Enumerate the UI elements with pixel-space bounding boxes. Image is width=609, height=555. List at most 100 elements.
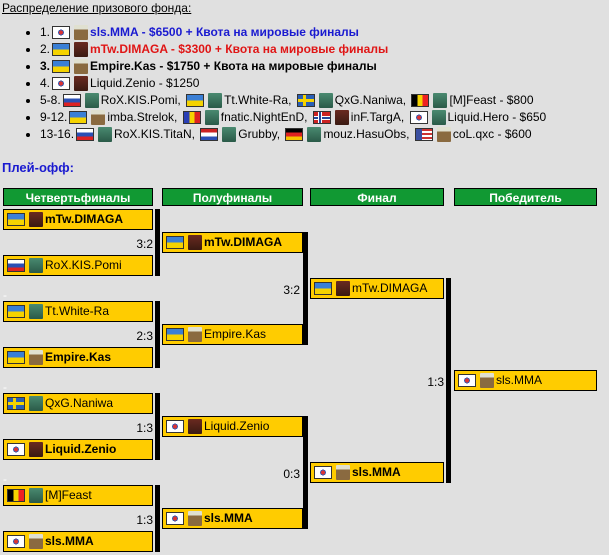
flag-kr-icon xyxy=(166,512,184,526)
flag-se-icon xyxy=(7,397,25,411)
player-link[interactable]: imba.Strelok, xyxy=(107,110,178,124)
race-orc-icon xyxy=(29,396,43,412)
player-box[interactable]: Empire.Kas xyxy=(162,324,303,345)
race-undead-icon xyxy=(336,281,350,297)
player-link[interactable]: RoX.KIS.Pomi, xyxy=(100,93,181,107)
flag-kr-icon xyxy=(458,374,476,388)
player-name[interactable]: [M]Feast xyxy=(45,488,92,502)
prize-place: 5-8. xyxy=(40,93,61,107)
player-link[interactable]: sls.MMA - $6500 + Квота на мировые финал… xyxy=(90,25,359,39)
player-box[interactable]: QxG.Naniwa xyxy=(3,393,153,414)
player-name[interactable]: sls.MMA xyxy=(352,465,401,479)
flag-be-icon xyxy=(411,94,430,108)
race-human-icon xyxy=(188,327,202,343)
player-link[interactable]: Tt.White-Ra, xyxy=(224,93,292,107)
race-undead-icon xyxy=(188,235,202,251)
match-score: 0:3 xyxy=(283,467,300,481)
player-link[interactable]: RoX.KIS.TitaN, xyxy=(114,127,195,141)
player-name[interactable]: sls.MMA xyxy=(45,534,94,548)
player-box[interactable]: Liquid.Zenio xyxy=(3,439,153,460)
bracket-connector xyxy=(155,485,160,552)
player-link[interactable]: fnatic.NightEnD, xyxy=(220,110,308,124)
bracket-connector xyxy=(303,232,308,345)
flag-ua-icon xyxy=(52,60,71,74)
prize-place: 4. xyxy=(40,76,51,90)
player-link[interactable]: coL.qxc - $600 xyxy=(452,127,532,141)
match-score: 1:3 xyxy=(136,513,153,527)
race-orc-icon xyxy=(204,110,219,126)
player-link[interactable]: Empire.Kas - $1750 + Квота на мировые фи… xyxy=(90,59,377,73)
player-name[interactable]: Liquid.Zenio xyxy=(204,419,270,433)
race-orc-icon xyxy=(433,93,448,109)
player-box[interactable]: mTw.DIMAGA xyxy=(162,232,303,253)
player-name[interactable]: QxG.Naniwa xyxy=(45,396,114,410)
player-link[interactable]: QxG.Naniwa, xyxy=(334,93,407,107)
match-score: 2:3 xyxy=(136,329,153,343)
player-name[interactable]: sls.MMA xyxy=(496,373,542,387)
player-box[interactable]: Empire.Kas xyxy=(3,347,153,368)
player-name[interactable]: Empire.Kas xyxy=(204,327,267,341)
prize-item: 3. Empire.Kas - $1750 + Квота на мировые … xyxy=(40,58,546,75)
player-box[interactable]: [M]Feast xyxy=(3,485,153,506)
flag-kr-icon xyxy=(52,77,71,91)
player-box[interactable]: sls.MMA xyxy=(310,462,444,483)
player-name[interactable]: RoX.KIS.Pomi xyxy=(45,258,122,272)
race-orc-icon xyxy=(318,93,333,109)
prize-place: 1. xyxy=(40,25,51,39)
player-name[interactable]: mTw.DIMAGA xyxy=(204,235,282,249)
flag-ua-icon xyxy=(166,328,184,342)
player-box[interactable]: RoX.KIS.Pomi xyxy=(3,255,153,276)
player-name[interactable]: Tt.White-Ra xyxy=(45,304,110,318)
player-box[interactable]: mTw.DIMAGA xyxy=(310,278,444,299)
flag-de-icon xyxy=(285,128,304,142)
flag-be-icon xyxy=(7,489,25,503)
player-name[interactable]: sls.MMA xyxy=(204,511,253,525)
match-score: 1:3 xyxy=(427,375,444,389)
race-orc-icon xyxy=(84,93,99,109)
flag-ua-icon xyxy=(314,282,332,296)
race-human-icon xyxy=(480,373,494,389)
race-orc-icon xyxy=(29,304,43,320)
player-name[interactable]: mTw.DIMAGA xyxy=(352,281,428,295)
race-orc-icon xyxy=(98,127,113,143)
flag-no-icon xyxy=(312,111,331,125)
flag-ua-icon xyxy=(7,351,25,365)
header-quarterfinals: Четвертьфиналы xyxy=(3,188,153,206)
player-box[interactable]: sls.MMA xyxy=(162,508,303,529)
prize-list: 1. sls.MMA - $6500 + Квота на мировые фин… xyxy=(26,24,546,143)
match-score: 3:2 xyxy=(283,283,300,297)
flag-ua-icon xyxy=(7,305,25,319)
player-link[interactable]: mouz.HasuObs, xyxy=(323,127,410,141)
player-link[interactable]: mTw.DIMAGA - $3300 + Квота на мировые фи… xyxy=(90,42,389,56)
bracket-connector xyxy=(155,393,160,460)
player-box[interactable]: Tt.White-Ra xyxy=(3,301,153,322)
flag-kr-icon xyxy=(166,420,184,434)
player-name[interactable]: Empire.Kas xyxy=(45,350,112,364)
player-link[interactable]: Liquid.Zenio - $1250 xyxy=(90,76,200,90)
player-box[interactable]: Liquid.Zenio xyxy=(162,416,303,437)
race-undead-icon xyxy=(74,42,89,58)
prize-distribution-title: Распределение призового фонда: xyxy=(2,1,192,15)
player-name[interactable]: Liquid.Zenio xyxy=(45,442,117,456)
player-box[interactable]: sls.MMA xyxy=(3,531,153,552)
player-box[interactable]: mTw.DIMAGA xyxy=(3,209,153,230)
flag-se-icon xyxy=(296,94,315,108)
header-winner: Победитель xyxy=(454,188,597,206)
prize-item: 9-12.imba.Strelok, fnatic.NightEnD, inF.… xyxy=(40,109,546,126)
prize-place: 13-16. xyxy=(40,127,75,141)
race-human-icon xyxy=(91,110,106,126)
race-undead-icon xyxy=(29,212,43,228)
player-link[interactable]: inF.TargA, xyxy=(350,110,405,124)
prize-place: 3. xyxy=(40,59,51,73)
player-box[interactable]: sls.MMA xyxy=(454,370,597,391)
bracket-connector xyxy=(155,301,160,368)
player-link[interactable]: Liquid.Hero - $650 xyxy=(447,110,547,124)
race-orc-icon xyxy=(208,93,223,109)
player-link[interactable]: Grubby, xyxy=(238,127,281,141)
separator: - xyxy=(3,472,7,486)
bracket-connector xyxy=(155,209,160,276)
race-undead-icon xyxy=(29,442,43,458)
player-link[interactable]: [M]Feast - $800 xyxy=(449,93,534,107)
match-score: 1:3 xyxy=(136,421,153,435)
player-name[interactable]: mTw.DIMAGA xyxy=(45,212,123,226)
